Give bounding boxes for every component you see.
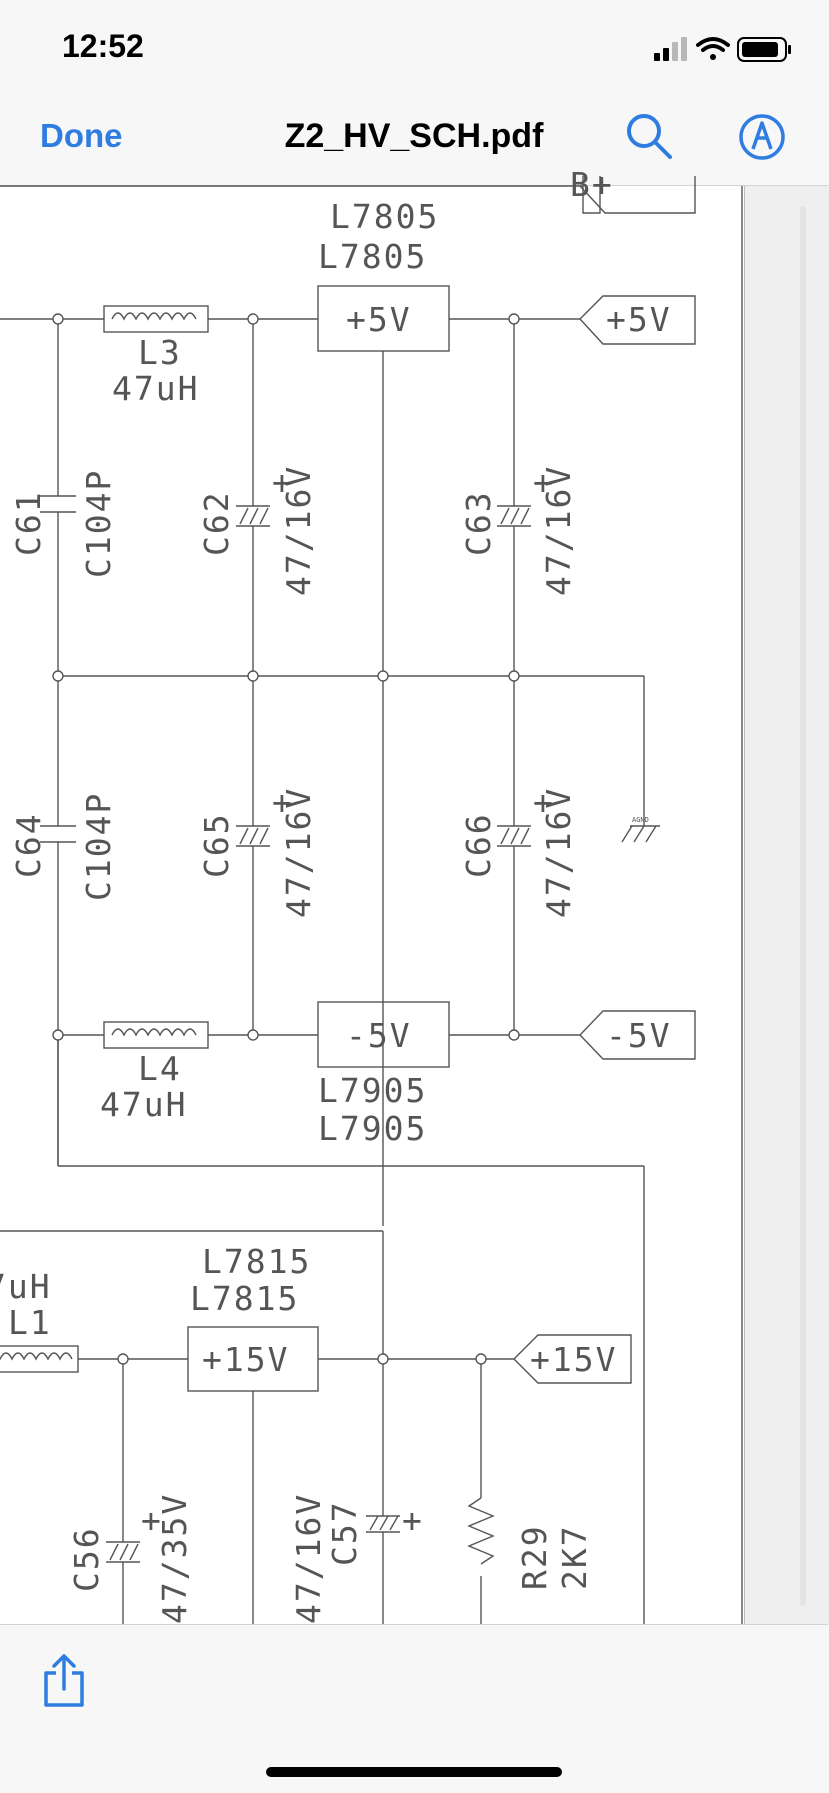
c63-ref: C63 [459,490,498,556]
c62-value: 47/16V [279,465,318,596]
c63-value: 47/16V [539,465,578,596]
reg-neg-label: -5V [346,1016,412,1055]
c57-ref: C57 [325,1500,364,1566]
reg-15-part1: L7815 [202,1242,311,1281]
reg-15-label: +15V [202,1340,289,1379]
l3-value: 47uH [112,369,199,408]
reg-neg-part1: L7905 [318,1071,427,1110]
reg-pos-label: +5V [346,300,412,339]
l4-ref: L4 [138,1049,182,1088]
c65-ref: C65 [197,812,236,878]
c56-value: 47/35V [155,1493,194,1624]
l1-ref: L1 [8,1303,52,1342]
r29-value: 2K7 [555,1524,594,1590]
search-icon[interactable] [624,111,676,163]
l3-ref: L3 [138,333,182,372]
wifi-icon [696,37,730,60]
c66-value: 47/16V [539,787,578,918]
bottom-toolbar [0,1624,828,1793]
port-neg5-label: -5V [606,1016,672,1055]
schematic-drawing: B+ L7805 L7805 +5V +5V L3 47uH C61 C104P… [0,165,743,1624]
c56-ref: C56 [67,1526,106,1592]
status-time: 12:52 [62,28,144,64]
page-gutter [744,186,829,1624]
port-b-plus-outline [579,176,696,214]
c61-value: C104P [79,469,118,578]
status-icons [654,37,791,62]
c62-ref: C62 [197,490,236,556]
c65-plus: + [272,783,294,822]
nav-bar: Done Z2_HV_SCH.pdf [0,95,828,186]
reg-15-part2: L7815 [190,1279,299,1318]
port-pos5-label: +5V [606,300,672,339]
home-indicator[interactable] [266,1767,562,1777]
c62-plus: + [272,463,294,502]
c64-ref: C64 [9,812,48,878]
status-bar: 12:52 [0,0,828,95]
c61-ref: C61 [9,490,48,556]
c64-value: C104P [79,792,118,901]
c56-plus: + [141,1501,163,1540]
reg-pos-part1: L7805 [330,197,439,236]
battery-icon [737,37,791,62]
port-pos15-label: +15V [530,1340,617,1379]
c66-plus: + [533,783,555,822]
scrollbar[interactable] [800,206,806,1606]
c57-value: 47/16V [289,1493,328,1624]
ground-label: AGND [632,816,649,824]
l1-value: 7uH [0,1267,52,1306]
c63-plus: + [533,463,555,502]
document-title: Z2_HV_SCH.pdf [284,117,544,155]
c65-value: 47/16V [279,787,318,918]
pdf-viewer[interactable]: B+ L7805 L7805 +5V +5V L3 47uH C61 C104P… [0,165,829,1624]
share-icon[interactable] [40,1653,88,1709]
c66-ref: C66 [459,812,498,878]
l4-value: 47uH [100,1085,187,1124]
markup-icon[interactable] [736,111,788,163]
done-button[interactable]: Done [40,117,123,154]
reg-pos-part2: L7805 [318,237,427,276]
reg-neg-part2: L7905 [318,1109,427,1148]
c57-plus: + [402,1501,424,1540]
port-b-plus-label: B+ [570,165,614,204]
r29-ref: R29 [515,1524,554,1590]
signal-icon [654,37,687,61]
